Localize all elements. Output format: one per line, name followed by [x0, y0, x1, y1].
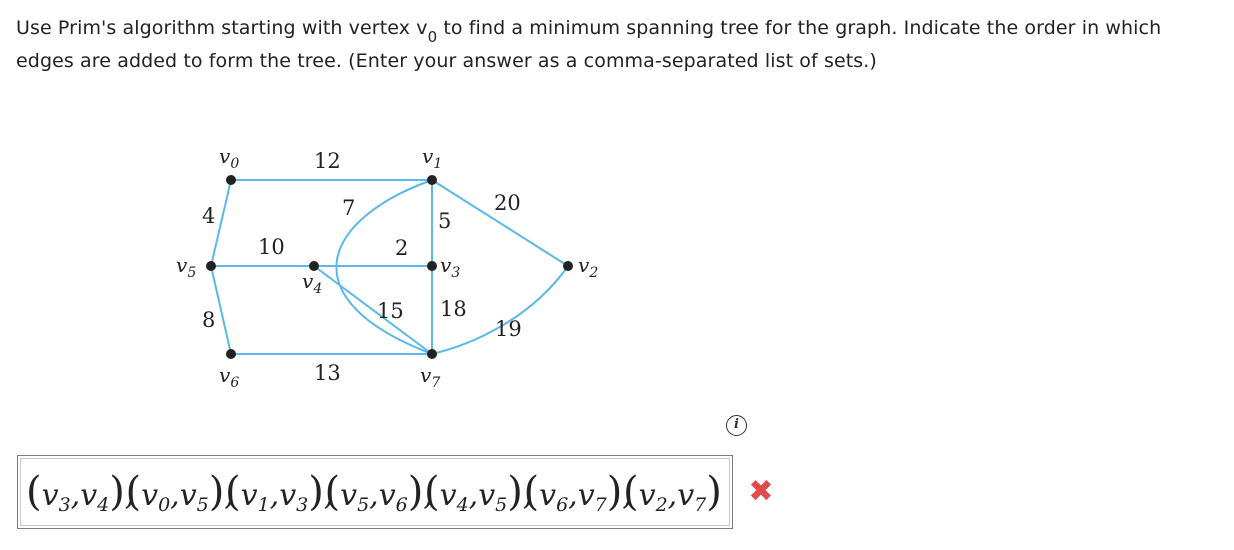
- edge-v1-v2: [431, 179, 569, 267]
- edge-v4-v7: [313, 265, 433, 355]
- vertex-v3-dot: [427, 261, 437, 271]
- vertex-v0-label: v0: [219, 144, 239, 172]
- edge-v1-v7: [335, 179, 433, 355]
- vertex-v1-label: v1: [422, 144, 442, 172]
- answer-edge-5: (v6,v7),: [524, 469, 632, 516]
- weight-v1-v3: 5: [438, 209, 451, 233]
- vertex-v5-dot: [206, 261, 216, 271]
- question-text: Use Prim's algorithm starting with verte…: [16, 12, 1221, 77]
- weight-v4-v7: 15: [377, 299, 404, 323]
- weight-v1-v2: 20: [494, 191, 521, 215]
- vertex-v4-label: v4: [302, 269, 322, 297]
- vertex-v4-dot: [309, 261, 319, 271]
- vertex-v1-dot: [427, 175, 437, 185]
- vertex-v7-label: v7: [420, 363, 440, 391]
- question-part-2: to find a minimum spanning tree for the …: [16, 17, 1162, 72]
- weight-v5-v4: 10: [258, 235, 285, 259]
- graph-diagram: v0 v1 v2 v3 v4 v5 v6 v7 12 4 10 8 7 5 20…: [176, 144, 598, 391]
- vertex-v2-dot: [563, 261, 573, 271]
- vertex-v5-label: v5: [176, 253, 196, 281]
- answer-expression: (v3,v4),(v0,v5),(v1,v3),(v5,v6),(v4,v5),…: [26, 469, 722, 516]
- answer-edge-6: (v2,v7): [623, 469, 722, 516]
- weight-v0-v1: 12: [314, 149, 341, 173]
- edge-v2-v7: [431, 265, 569, 355]
- answer-input[interactable]: (v3,v4),(v0,v5),(v1,v3),(v5,v6),(v4,v5),…: [17, 455, 733, 529]
- info-icon[interactable]: i: [726, 415, 747, 436]
- vertex-v6-label: v6: [219, 363, 239, 391]
- weight-v3-v7: 18: [440, 297, 467, 321]
- question-start-subscript: 0: [427, 28, 438, 46]
- weight-v0-v5: 4: [202, 204, 215, 228]
- vertex-v2-label: v2: [578, 253, 598, 281]
- weight-v5-v6: 8: [202, 308, 215, 332]
- x-mark-icon: ✖: [748, 474, 774, 509]
- answer-edge-0: (v3,v4),: [26, 469, 134, 516]
- question-part-1: Use Prim's algorithm starting with verte…: [16, 17, 428, 39]
- answer-edge-3: (v5,v6),: [325, 469, 433, 516]
- edge-v0-v5: [210, 179, 232, 267]
- answer-edge-4: (v4,v5),: [424, 469, 532, 516]
- edge-v5-v6: [210, 265, 232, 355]
- weight-v2-v7: 19: [495, 317, 522, 341]
- vertex-v6-dot: [226, 349, 236, 359]
- vertex-v0-dot: [226, 175, 236, 185]
- vertex-v3-label: v3: [440, 253, 460, 281]
- weight-v4-v3: 2: [395, 236, 408, 260]
- answer-edge-1: (v0,v5),: [126, 469, 234, 516]
- weight-v6-v7: 13: [314, 361, 341, 385]
- answer-edge-2: (v1,v3),: [225, 469, 333, 516]
- weight-v1-v7: 7: [342, 196, 355, 220]
- answer-input-inner-border: [20, 458, 730, 526]
- vertex-v7-dot: [427, 349, 437, 359]
